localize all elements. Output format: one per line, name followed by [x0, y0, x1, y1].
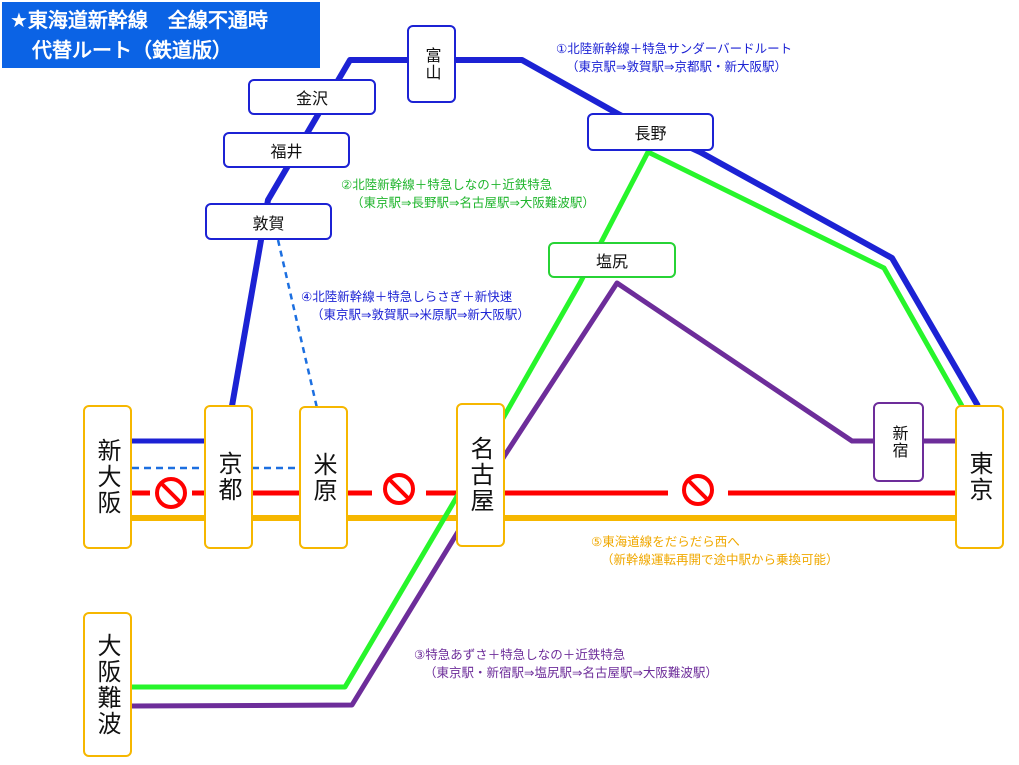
station-toyama-label: 富山 [422, 47, 442, 81]
station-kyoto-label: 京都 [214, 451, 242, 503]
route1-line [229, 57, 981, 408]
route2-label: ②北陸新幹線＋特急しなの＋近鉄特急 （東京駅⇒長野駅⇒名古屋駅⇒大阪難波駅） [341, 176, 595, 212]
station-kyoto: 京都 [204, 405, 253, 549]
station-kanazawa-label: 金沢 [295, 89, 328, 108]
route4-label-line2: （東京駅⇒敦賀駅⇒米原駅⇒新大阪駅） [311, 307, 530, 322]
station-kanazawa: 金沢 [248, 79, 376, 115]
station-osaka-namba-label: 大阪難波 [93, 632, 121, 737]
no-entry-icon [682, 474, 714, 506]
route4-dashed-line [276, 239, 319, 409]
route3-label-line1: ③特急あずさ＋特急しなの＋近鉄特急 [414, 647, 626, 662]
no-entry-icon [383, 473, 415, 505]
station-nagoya: 名古屋 [456, 403, 505, 547]
route5-label-line1: ⑤東海道線をだらだら西へ [591, 534, 740, 549]
station-nagano: 長野 [587, 113, 714, 151]
route1-label-line1: ①北陸新幹線＋特急サンダーバードルート [556, 41, 793, 56]
route1-label: ①北陸新幹線＋特急サンダーバードルート （東京駅⇒敦賀駅⇒京都駅・新大阪駅） [556, 40, 792, 76]
station-shin-osaka: 新大阪 [83, 405, 132, 549]
station-nagano-label: 長野 [634, 124, 667, 143]
page-title: ★東海道新幹線 全線不通時 代替ルート（鉄道版） [2, 2, 320, 68]
station-tokyo: 東京 [955, 405, 1004, 549]
title-line-1: ★東海道新幹線 全線不通時 [10, 8, 268, 32]
route2-label-line2: （東京駅⇒長野駅⇒名古屋駅⇒大阪難波駅） [351, 195, 595, 210]
station-toyama: 富山 [407, 25, 456, 103]
station-nagoya-label: 名古屋 [466, 436, 494, 514]
title-line-2: 代替ルート（鉄道版） [32, 38, 232, 62]
station-fukui: 福井 [223, 132, 350, 168]
route2-label-line1: ②北陸新幹線＋特急しなの＋近鉄特急 [341, 177, 553, 192]
route5-label-line2: （新幹線運転再開で途中駅から乗換可能） [601, 552, 839, 567]
station-maibara-label: 米原 [309, 451, 337, 504]
station-tsuruga-label: 敦賀 [252, 213, 285, 233]
route3-label-line2: （東京駅・新宿駅⇒塩尻駅⇒名古屋駅⇒大阪難波駅） [424, 665, 718, 680]
station-shinjuku-label: 新宿 [889, 425, 909, 459]
station-fukui-label: 福井 [270, 142, 303, 161]
route3-label: ③特急あずさ＋特急しなの＋近鉄特急 （東京駅・新宿駅⇒塩尻駅⇒名古屋駅⇒大阪難波… [414, 646, 718, 682]
station-maibara: 米原 [299, 406, 348, 549]
station-shiojiri: 塩尻 [548, 242, 676, 278]
station-shin-osaka-label: 新大阪 [93, 438, 121, 516]
station-tokyo-label: 東京 [965, 451, 993, 503]
route4-label: ④北陸新幹線＋特急しらさぎ＋新快速 （東京駅⇒敦賀駅⇒米原駅⇒新大阪駅） [301, 288, 530, 324]
station-osaka-namba: 大阪難波 [83, 612, 132, 757]
route4-label-line1: ④北陸新幹線＋特急しらさぎ＋新快速 [301, 289, 513, 304]
station-shinjuku: 新宿 [873, 402, 924, 482]
route2-line [132, 149, 965, 690]
station-shiojiri-label: 塩尻 [595, 252, 628, 271]
route5-label: ⑤東海道線をだらだら西へ （新幹線運転再開で途中駅から乗換可能） [591, 533, 839, 569]
station-tsuruga: 敦賀 [205, 203, 332, 240]
no-entry-icon [155, 477, 187, 509]
route1-label-line2: （東京駅⇒敦賀駅⇒京都駅・新大阪駅） [566, 59, 787, 74]
